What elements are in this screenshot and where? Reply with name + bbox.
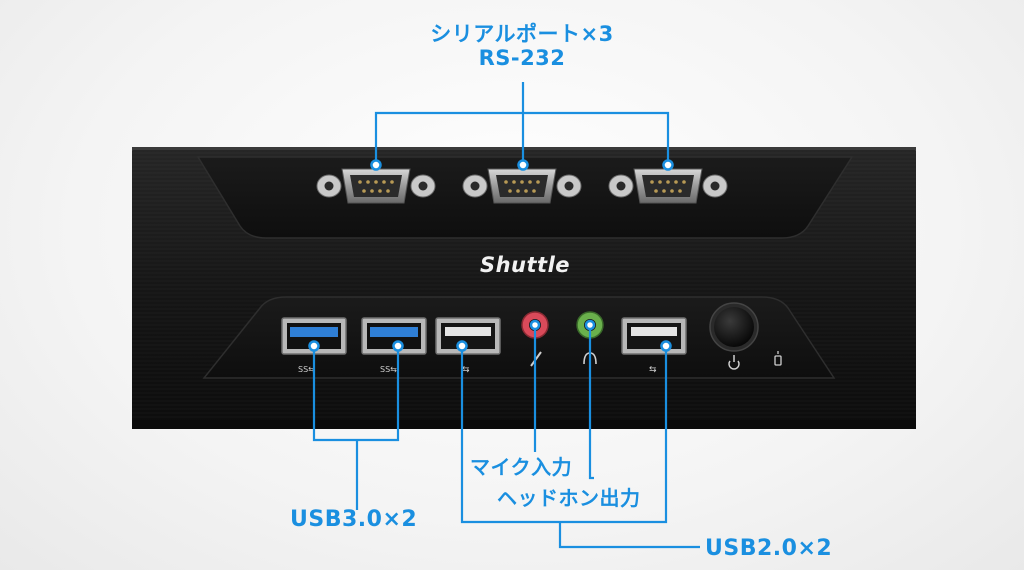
mic-in-label: マイク入力 bbox=[470, 455, 573, 479]
serial-port-1 bbox=[316, 168, 436, 204]
callout-lines bbox=[312, 82, 700, 549]
usb2-port-1: ⇆ bbox=[435, 317, 501, 375]
svg-text:SS⇆: SS⇆ bbox=[298, 365, 315, 374]
usb2-label: USB2.0×2 bbox=[705, 536, 833, 561]
serial-port-3 bbox=[608, 168, 728, 204]
svg-text:⇆: ⇆ bbox=[462, 365, 470, 375]
usb3-label: USB3.0×2 bbox=[290, 507, 418, 532]
usb3-port-2: SS⇆ bbox=[361, 317, 427, 374]
power-button bbox=[709, 302, 782, 370]
brand-logo: Shuttle bbox=[479, 253, 571, 277]
headphone-out-label: ヘッドホン出力 bbox=[497, 486, 641, 510]
serial-port-2 bbox=[462, 168, 582, 204]
svg-text:⇆: ⇆ bbox=[649, 365, 657, 375]
serial-standard-label: RS-232 bbox=[478, 46, 566, 70]
hdd-icon bbox=[774, 351, 782, 366]
serial-ports-label: シリアルポート×3 bbox=[430, 22, 614, 46]
callout-dots bbox=[308, 159, 674, 352]
svg-text:SS⇆: SS⇆ bbox=[380, 365, 397, 374]
power-icon bbox=[728, 355, 740, 370]
